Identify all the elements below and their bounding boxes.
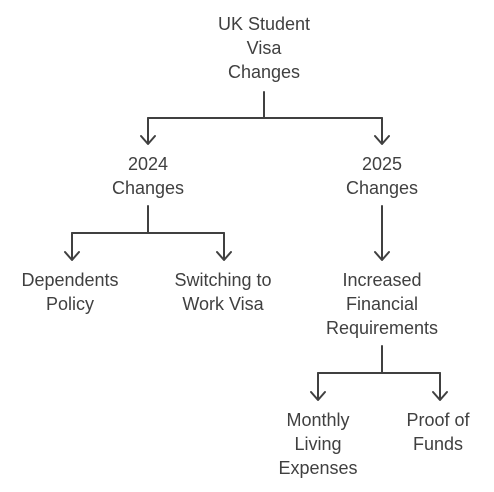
arrowhead-switching <box>216 251 232 261</box>
node-uk-student-visa-changes: UK Student Visa Changes <box>218 12 310 84</box>
node-line: Visa <box>246 38 282 58</box>
node-line: Policy <box>45 294 95 314</box>
node-line: 2025 <box>361 154 403 174</box>
node-line: Monthly <box>286 410 350 430</box>
node-line: 2024 <box>127 154 169 174</box>
node-line: Requirements <box>325 318 439 338</box>
connector-root <box>147 91 383 119</box>
connector-2024 <box>71 205 225 234</box>
node-increased-financial-requirements: Increased Financial Requirements <box>326 268 438 340</box>
node-line: Living <box>294 434 342 454</box>
node-line: Proof of <box>406 410 470 430</box>
arrowhead-monthly <box>310 391 326 401</box>
node-line: Financial <box>345 294 419 314</box>
node-switching-to-work-visa: Switching to Work Visa <box>174 268 271 316</box>
node-line: Changes <box>227 62 301 82</box>
arrowhead-2025 <box>374 135 390 145</box>
arrowhead-dependents <box>64 251 80 261</box>
arrowhead-increased <box>374 251 390 261</box>
node-line: Changes <box>345 178 419 198</box>
node-line: Increased <box>342 270 422 290</box>
node-line: UK Student <box>217 14 311 34</box>
node-line: Funds <box>412 434 464 454</box>
node-2025-changes: 2025 Changes <box>346 152 418 200</box>
node-line: Expenses <box>278 458 358 478</box>
arrowhead-2024 <box>140 135 156 145</box>
node-proof-of-funds: Proof of Funds <box>406 408 469 456</box>
node-dependents-policy: Dependents Policy <box>21 268 118 316</box>
node-line: Dependents <box>21 270 119 290</box>
node-line: Work Visa <box>182 294 264 314</box>
node-2024-changes: 2024 Changes <box>112 152 184 200</box>
node-line: Changes <box>111 178 185 198</box>
connector-increased <box>317 345 441 374</box>
node-monthly-living-expenses: Monthly Living Expenses <box>278 408 357 480</box>
node-line: Switching to <box>174 270 272 290</box>
arrowhead-proof <box>432 391 448 401</box>
